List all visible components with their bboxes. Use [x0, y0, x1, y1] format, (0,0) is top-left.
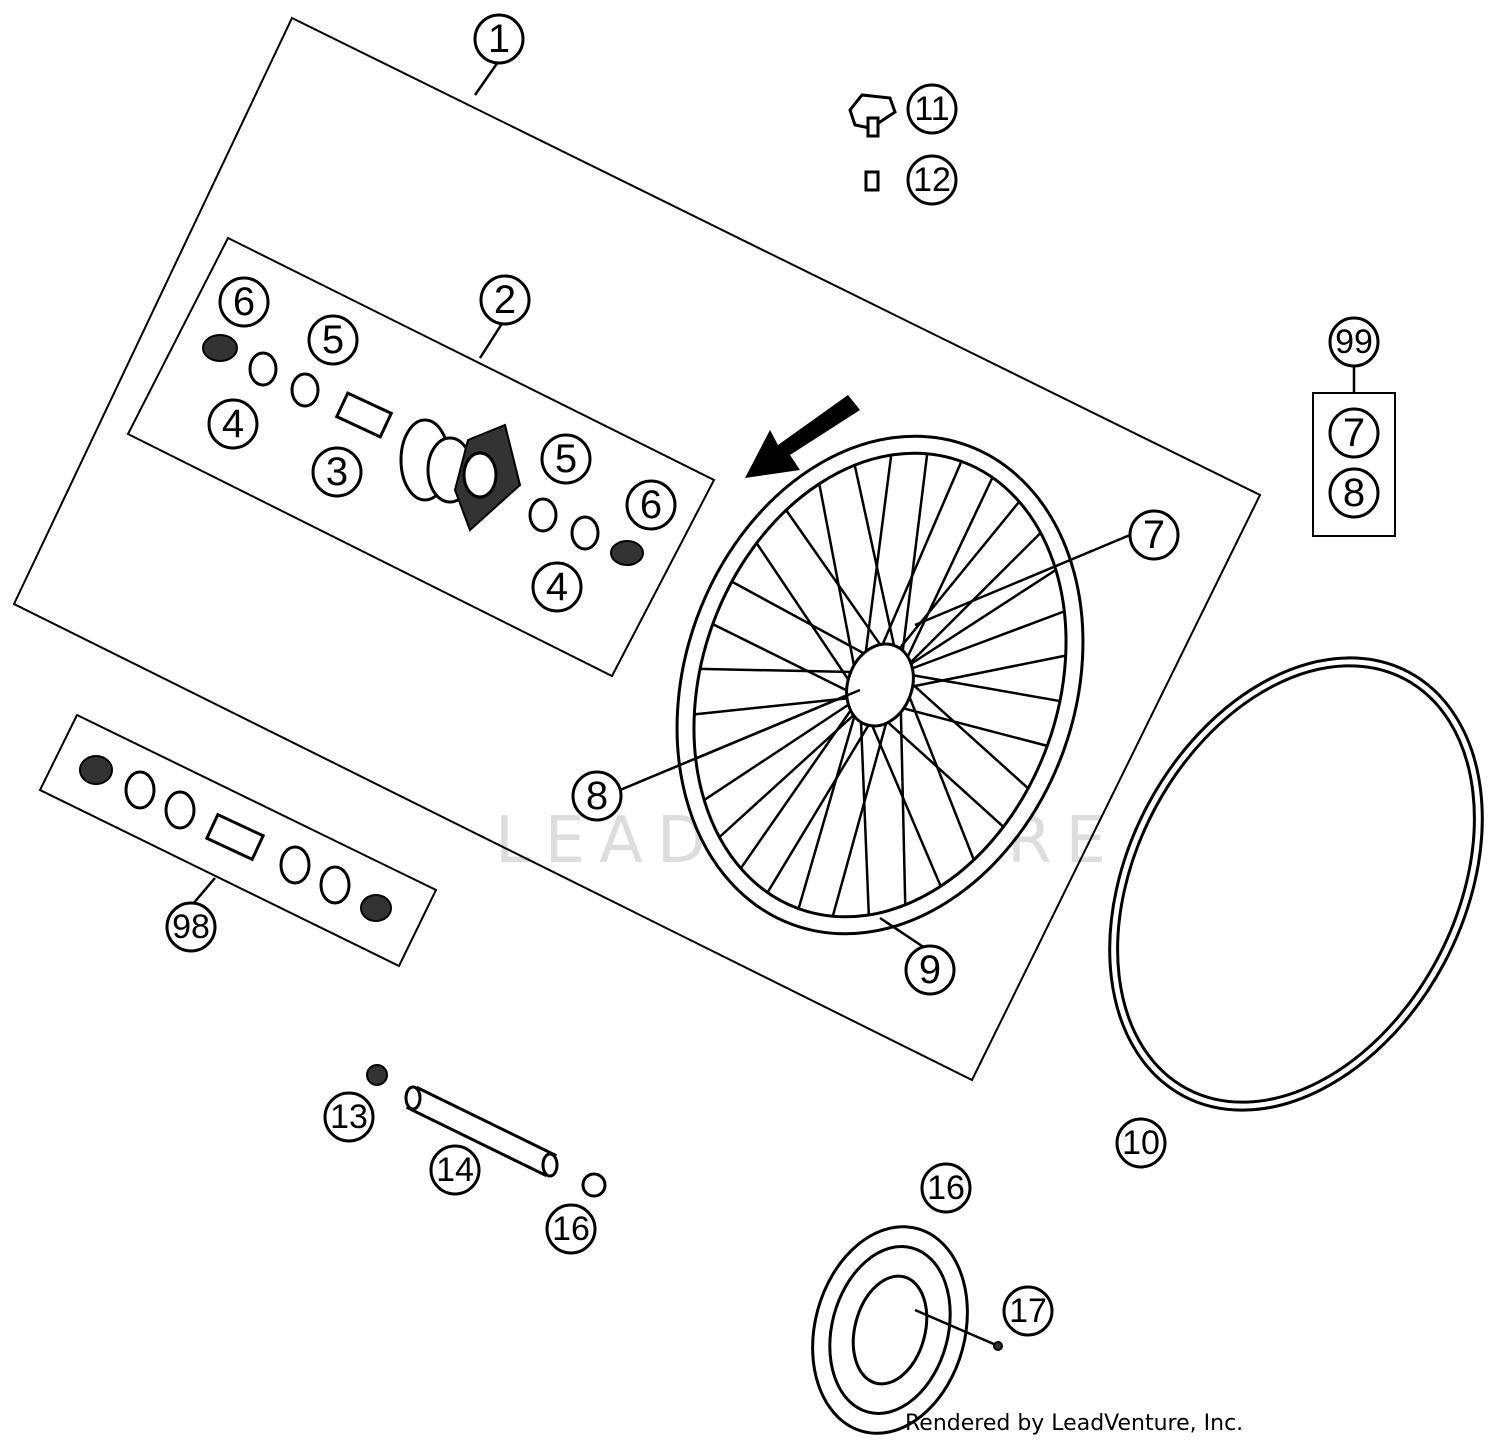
callout-4b: 4 [531, 561, 583, 613]
callout-6b: 6 [625, 479, 677, 531]
axle [404, 1085, 559, 1178]
spoke [898, 476, 994, 674]
svg-text:5: 5 [322, 318, 344, 362]
leader-2 [478, 321, 505, 359]
callout-98: 98 [165, 901, 217, 953]
callout-5a: 5 [307, 314, 359, 366]
leader-8 [619, 688, 861, 792]
callout-12: 12 [906, 154, 958, 206]
callout-17: 17 [1002, 1285, 1054, 1337]
callout-16b: 16 [920, 1162, 972, 1214]
spoke [712, 623, 861, 699]
bearing-kit-parts [79, 755, 392, 922]
callout-99-7: 7 [1328, 407, 1380, 459]
svg-text:1: 1 [488, 17, 510, 61]
svg-text:16: 16 [552, 1210, 590, 1248]
callout-3: 3 [311, 446, 363, 498]
leader-7 [914, 533, 1131, 627]
svg-text:13: 13 [330, 1098, 368, 1136]
valve-nut [864, 170, 880, 192]
spoke [899, 610, 1065, 675]
callout-99: 99 [1328, 316, 1380, 368]
axle-nut-13 [366, 1064, 388, 1086]
rotation-arrow-icon [745, 395, 860, 478]
callout-11: 11 [906, 83, 958, 135]
svg-text:11: 11 [914, 90, 949, 128]
leader-9 [879, 916, 926, 950]
credit-text: Rendered by LeadVenture, Inc. [905, 1411, 1243, 1436]
callout-9: 9 [904, 944, 956, 996]
rim-band [1108, 656, 1484, 1112]
svg-text:8: 8 [1343, 471, 1365, 515]
svg-text:5: 5 [555, 437, 577, 481]
leader-17 [914, 1308, 997, 1347]
spoke [898, 672, 976, 861]
hub [399, 418, 522, 532]
callout-13: 13 [323, 1091, 375, 1143]
svg-text:9: 9 [919, 948, 941, 992]
callout-1: 1 [473, 13, 525, 65]
callout-99-8: 8 [1328, 467, 1380, 519]
spoke [899, 672, 1030, 790]
svg-text:12: 12 [913, 161, 951, 199]
spoke [694, 695, 861, 716]
svg-text:10: 10 [1122, 1124, 1160, 1162]
callout-14: 14 [429, 1144, 481, 1196]
bearing-kit-frame [38, 713, 438, 968]
leader-1 [473, 61, 500, 96]
callout-2: 2 [479, 274, 531, 326]
valve-cap [848, 93, 897, 138]
svg-text:16: 16 [927, 1169, 965, 1207]
svg-text:3: 3 [326, 450, 348, 494]
callout-10: 10 [1115, 1117, 1167, 1169]
svg-text:7: 7 [1343, 411, 1365, 455]
callout-8: 8 [571, 770, 623, 822]
spoke [755, 542, 862, 698]
callout-7: 7 [1128, 509, 1180, 561]
spoke [899, 671, 1061, 703]
spoke [739, 696, 862, 870]
svg-text:4: 4 [546, 565, 568, 609]
callout-4a: 4 [207, 398, 259, 450]
axle-bolt-16 [581, 1172, 607, 1198]
spoked-wheel [675, 434, 1085, 936]
svg-text:99: 99 [1335, 323, 1373, 361]
svg-text:2: 2 [494, 278, 516, 322]
hub-assembly-frame [126, 236, 716, 678]
svg-text:4: 4 [222, 402, 244, 446]
disc-screw-17 [993, 1341, 1003, 1351]
svg-text:98: 98 [172, 908, 210, 946]
svg-text:6: 6 [640, 483, 662, 527]
brake-disc [811, 1225, 969, 1435]
callout-5b: 5 [540, 433, 592, 485]
svg-text:6: 6 [233, 280, 255, 324]
svg-text:8: 8 [586, 774, 608, 818]
callout-16a: 16 [545, 1203, 597, 1255]
svg-text:17: 17 [1009, 1292, 1047, 1330]
svg-text:14: 14 [436, 1151, 474, 1189]
hub-right-parts [528, 497, 644, 566]
spoke [818, 483, 862, 698]
svg-text:7: 7 [1143, 513, 1165, 557]
hub-left-parts [202, 334, 394, 439]
spoke [797, 696, 862, 909]
spoke [858, 696, 942, 887]
callout-6a: 6 [218, 276, 270, 328]
spoke [703, 695, 861, 802]
wheel-assembly-frame [12, 16, 1262, 1082]
leader-98 [191, 877, 216, 906]
spoke [898, 453, 929, 674]
